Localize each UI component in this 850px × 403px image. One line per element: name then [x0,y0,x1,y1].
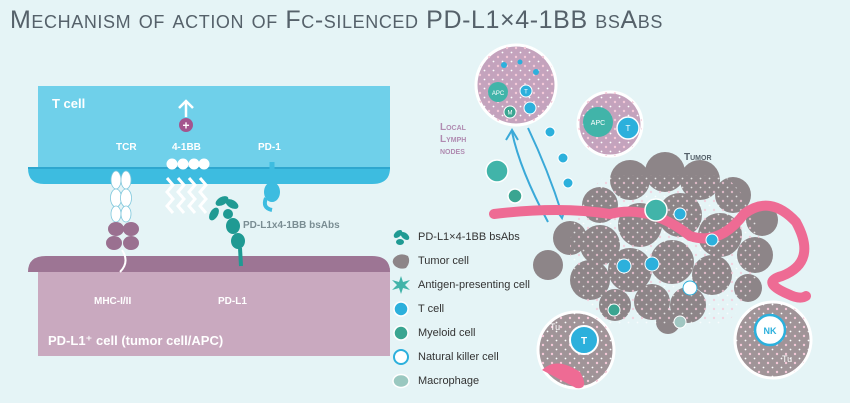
t-cell-membrane [28,168,390,184]
fourbb-label: 4-1BB [172,142,201,153]
legend-label: Tumor cell [418,255,469,267]
svg-text:APC: APC [492,91,505,97]
nk-cell-icon [393,349,409,365]
tcr-label: TCR [116,142,137,153]
lymph-label-line3: nodes [440,146,465,157]
pdl1-label: PD-L1 [218,296,247,307]
blood-vessel [489,200,811,303]
legend-label: Myeloid cell [418,327,476,339]
legend-label: Antigen-presenting cell [418,279,530,291]
legend-item-t-cell: T cell [390,298,444,320]
legend-item-nk-cell: Natural killer cell [390,346,499,368]
legend-label: Macrophage [418,375,480,387]
tumor-label: Tumor [684,152,712,163]
tcr-receptor [110,170,132,223]
legend-item-apc: Antigen-presenting cell [390,274,530,296]
myeloid-cell-icon [393,325,409,341]
lymph-node-bubble: APC T M [474,43,558,127]
bsab-label: PD-L1x4-1BB bsAbs [243,220,340,231]
nk-tumor-zoom-bubble: NK Tu [733,300,813,380]
svg-text:T: T [581,336,587,347]
bsab-molecule [209,196,239,221]
tumor-cell-icon [392,254,410,269]
legend-item-tumor-cell: Tumor cell [390,250,469,272]
svg-text:NK: NK [764,326,777,336]
legend-label: T cell [418,303,445,315]
apc-cell-region: PD-L1⁺ cell (tumor cell/APC) [28,256,390,356]
tcell-tumor-zoom-bubble: T Tu [536,310,616,390]
mhc-molecule [106,222,139,250]
apc-zoom-bubble: APC T [576,90,644,158]
lymph-label-line1: Local [440,122,467,133]
t-cell-icon [393,301,409,317]
legend-item-macrophage: Macrophage [390,370,479,392]
pd1-label: PD-1 [258,142,281,153]
pdl1-ligand [226,218,245,267]
lymph-label-line2: Lymph [440,134,466,145]
t-cell-label: T cell [52,96,85,111]
page-title: Mechanism of action of Fc-silenced PD-L1… [10,6,663,34]
svg-text:APC: APC [591,120,605,127]
apc-cell-label: PD-L1⁺ cell (tumor cell/APC) [48,333,223,348]
pd1-receptor [262,162,280,212]
svg-text:Tu: Tu [550,322,560,332]
legend-label: PD-L1×4-1BB bsAbs [418,231,520,243]
apc-membrane [28,256,390,272]
activation-signal: + [178,99,194,133]
bsab-icon [393,230,410,245]
legend-item-bsab: PD-L1×4-1BB bsAbs [390,226,520,248]
svg-text:T: T [626,124,631,133]
svg-text:Tu: Tu [782,354,792,364]
svg-text:T: T [524,90,528,96]
macrophage-icon [392,373,410,389]
fourbb-receptor [165,158,210,214]
apc-icon [392,276,410,294]
svg-text:M: M [508,111,513,117]
svg-text:+: + [182,119,189,133]
legend-item-myeloid-cell: Myeloid cell [390,322,475,344]
legend-label: Natural killer cell [418,351,499,363]
mhc-label: MHC-I/II [94,296,131,307]
plus-icon [179,118,193,132]
t-cell-region: T cell [28,86,390,184]
